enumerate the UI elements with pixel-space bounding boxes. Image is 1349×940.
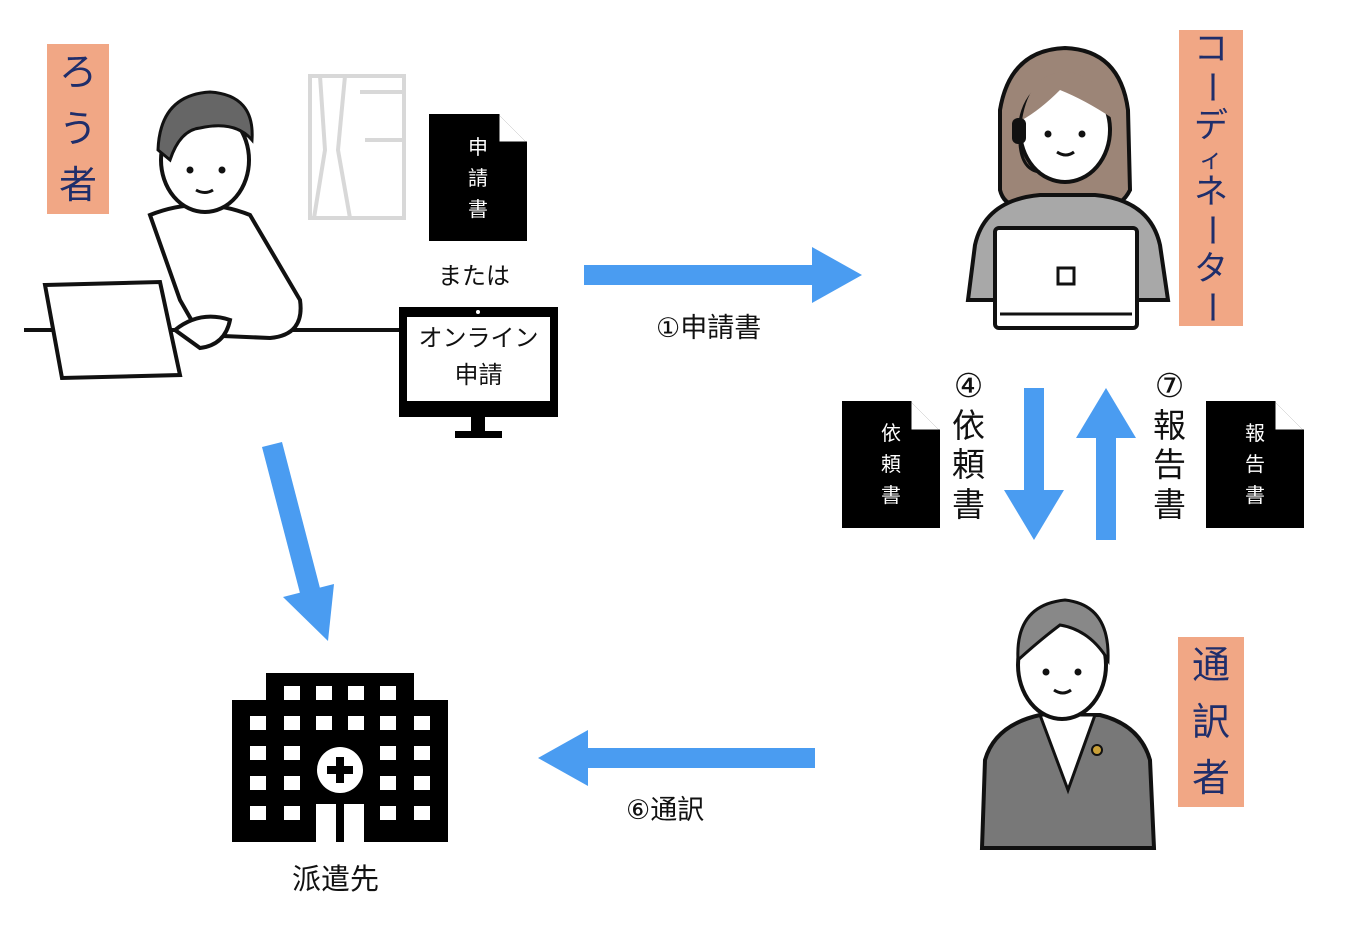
destination-label: 派遣先 (292, 862, 380, 896)
doc-char: 書 (468, 196, 488, 221)
label-char: 通 (1191, 643, 1230, 688)
arrow-up-report (1076, 388, 1136, 540)
label-char: 者 (58, 163, 97, 208)
doc-char: 申 (468, 134, 488, 159)
doc-char: 請 (468, 165, 488, 190)
doc-char: 書 (881, 483, 901, 507)
doc-corner (908, 401, 940, 433)
step1-label: ①申請書 (656, 313, 762, 344)
monitor-icon (399, 307, 558, 438)
label-char: ィ (1199, 144, 1223, 173)
online-line2: 申請 (454, 361, 503, 390)
step-char: 頼 (952, 445, 985, 485)
doc-corner (1272, 401, 1304, 433)
step6-label: ⑥通訳 (626, 795, 705, 826)
label-char: デ (1194, 105, 1228, 146)
label-char: ろ (58, 50, 97, 95)
step4-label: ④ 依 頼 書 (952, 366, 985, 524)
label-char: 者 (1191, 756, 1230, 801)
step-char: 書 (1153, 484, 1186, 524)
deaf-person-label: ろ う 者 (47, 44, 109, 214)
arrow-to-coordinator (584, 247, 862, 303)
doc-corner (496, 114, 527, 145)
or-text: または (438, 262, 510, 290)
report-doc-icon (1206, 401, 1304, 528)
label-char: ネ (1194, 172, 1228, 213)
step-char: ⑦ (1154, 366, 1185, 405)
coordinator-label: コ ー デ ィ ネ ー タ ー (1179, 30, 1243, 326)
request-doc-text: 依 頼 書 (842, 412, 940, 517)
step7-label: ⑦ 報 告 書 (1153, 366, 1186, 524)
application-doc-icon (429, 114, 527, 241)
deaf-person-illustration (24, 90, 400, 381)
arrow-to-destination (262, 442, 334, 641)
label-char: う (58, 106, 97, 151)
doc-char: 告 (1245, 452, 1265, 476)
doc-char: 依 (881, 421, 901, 445)
label-char: 訳 (1191, 699, 1230, 744)
online-line1: オンライン (418, 324, 539, 352)
arrow-down-request (1004, 388, 1064, 540)
request-doc-icon (842, 401, 940, 528)
step-char: ④ (953, 366, 984, 405)
step-char: 書 (952, 484, 985, 524)
interpreter-label: 通 訳 者 (1178, 637, 1244, 807)
report-doc-text: 報 告 書 (1206, 412, 1304, 517)
label-char: タ (1194, 248, 1228, 289)
coordinator-illustration (965, 45, 1171, 330)
hospital-building-icon (232, 673, 448, 842)
doc-char: 書 (1245, 483, 1265, 507)
step-char: 報 (1153, 405, 1186, 445)
application-doc-text: 申 請 書 (429, 128, 527, 228)
step-char: 告 (1153, 445, 1186, 485)
arrow-to-destination-interpret (538, 730, 815, 786)
interpreter-illustration (979, 598, 1157, 850)
label-char: コ (1194, 29, 1228, 70)
doc-char: 報 (1245, 421, 1265, 445)
step-char: 依 (952, 405, 985, 445)
doc-char: 頼 (881, 452, 901, 476)
online-application-text: オンライン 申請 (407, 320, 550, 394)
window-curtain-illustration (308, 74, 406, 220)
